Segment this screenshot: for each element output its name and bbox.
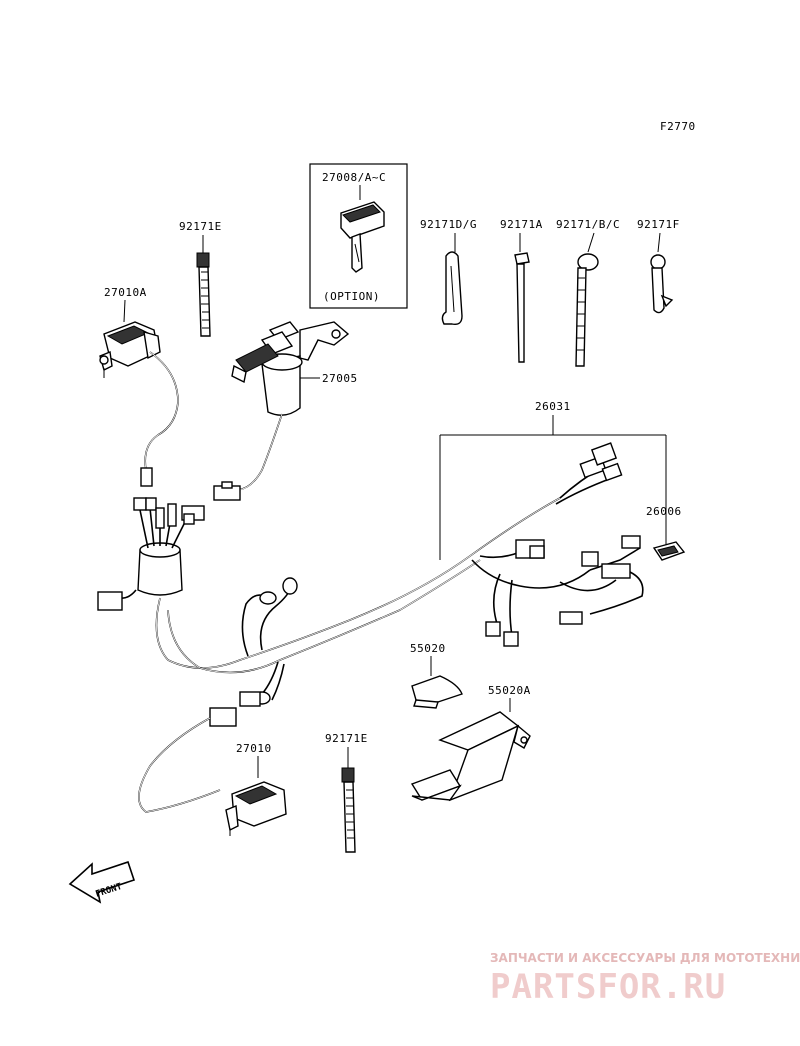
label-92171f[interactable]: 92171F — [637, 218, 680, 231]
switch-27010 — [225, 781, 287, 836]
watermark-brand: PARTSFOR.RU — [490, 967, 726, 1007]
bracket-55020a — [410, 711, 531, 802]
clip-92171f — [650, 254, 674, 314]
label-27010[interactable]: 27010 — [236, 742, 272, 755]
band-tie-92171bc — [575, 253, 599, 367]
watermark-tagline: ЗАПЧАСТИ И АКСЕССУАРЫ ДЛЯ МОТОТЕХНИКИ — [490, 951, 800, 965]
label-26006[interactable]: 26006 — [646, 505, 682, 518]
wire-27010a — [144, 351, 179, 471]
label-option: (OPTION) — [323, 290, 380, 303]
label-92171dg[interactable]: 92171D/G — [420, 218, 477, 231]
band-tie-92171a — [514, 252, 530, 363]
front-direction-arrow: FRONT — [68, 860, 136, 904]
switch-27010a — [99, 321, 161, 378]
label-92171bc[interactable]: 92171/B/C — [556, 218, 620, 231]
cover-55020 — [411, 675, 463, 709]
wire-27005 — [237, 413, 283, 491]
band-tie-92171e-bottom — [341, 767, 356, 853]
label-92171e-top[interactable]: 92171E — [179, 220, 222, 233]
label-92171e-bottom[interactable]: 92171E — [325, 732, 368, 745]
label-27005[interactable]: 27005 — [322, 372, 358, 385]
relay-26006 — [652, 541, 686, 561]
label-92171a[interactable]: 92171A — [500, 218, 543, 231]
label-27010a[interactable]: 27010A — [104, 286, 147, 299]
ignition-switch-27005 — [231, 321, 350, 416]
connector-27010a — [140, 467, 153, 487]
label-26031[interactable]: 26031 — [535, 400, 571, 413]
clamp-92171dg — [441, 251, 463, 326]
connector-27005 — [213, 481, 241, 501]
band-tie-92171e-top — [196, 252, 211, 337]
key-option-box: 27008/A~C (OPTION) — [309, 163, 408, 309]
label-55020a[interactable]: 55020A — [488, 684, 531, 697]
figure-code: F2770 — [660, 120, 696, 133]
harness-26031 — [97, 442, 644, 727]
label-27008[interactable]: 27008/A~C — [322, 171, 386, 184]
key-part — [340, 201, 385, 273]
label-55020[interactable]: 55020 — [410, 642, 446, 655]
